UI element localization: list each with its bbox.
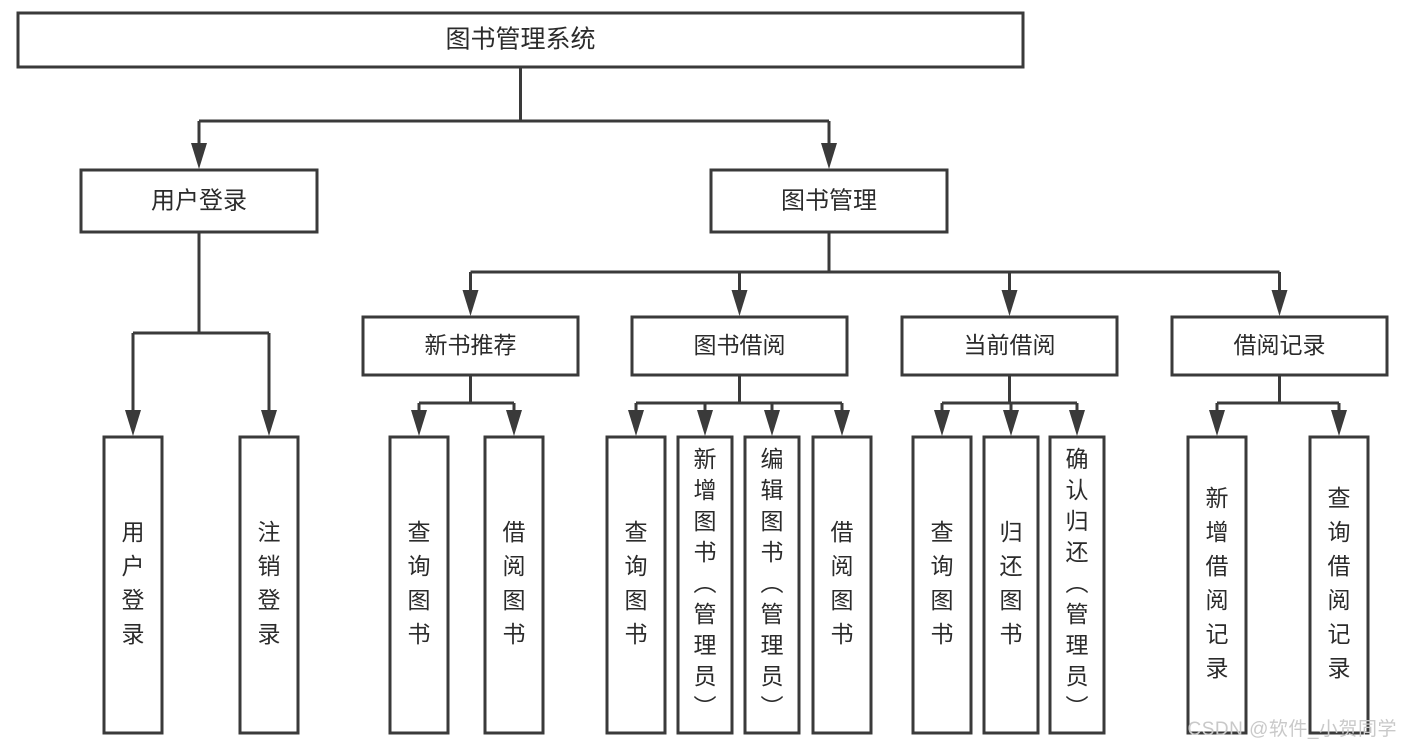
node-label-vertical: 查询图书: [408, 519, 431, 647]
node-leaf-logout[interactable]: 注销登录: [238, 435, 300, 735]
node-leaf-add-book[interactable]: 新增图书︵管理员︶: [676, 435, 734, 735]
node-label-vertical: 注销登录: [258, 519, 281, 647]
node-box: [676, 435, 734, 735]
node-box: [1170, 315, 1389, 377]
node-label-vertical: 编辑图书︵管理员︶: [761, 446, 784, 720]
node-box: [743, 435, 801, 735]
node-box: [1048, 435, 1106, 735]
node-box: [1186, 435, 1248, 735]
node-label-vertical: 用户登录: [122, 519, 145, 647]
node-new-book-rec[interactable]: 新书推荐: [361, 315, 580, 377]
node-leaf-edit-book[interactable]: 编辑图书︵管理员︶: [743, 435, 801, 735]
node-label: 图书借阅: [694, 332, 786, 358]
node-label-vertical: 新增借阅记录: [1206, 485, 1229, 681]
node-leaf-add-record[interactable]: 新增借阅记录: [1186, 435, 1248, 735]
node-box: [605, 435, 667, 735]
node-leaf-query-book-3[interactable]: 查询图书: [911, 435, 973, 735]
node-label: 用户登录: [151, 187, 247, 214]
node-leaf-query-book-1[interactable]: 查询图书: [388, 435, 450, 735]
node-box: [709, 168, 949, 234]
node-leaf-borrow-book-1[interactable]: 借阅图书: [483, 435, 545, 735]
node-label-vertical: 确认归还︵管理员︶: [1066, 446, 1089, 720]
node-box: [630, 315, 849, 377]
node-current-borrow[interactable]: 当前借阅: [900, 315, 1119, 377]
node-borrow-record[interactable]: 借阅记录: [1170, 315, 1389, 377]
node-label: 图书管理系统: [445, 26, 595, 54]
node-box: [388, 435, 450, 735]
node-leaf-borrow-book-2[interactable]: 借阅图书: [811, 435, 873, 735]
node-label: 当前借阅: [964, 332, 1056, 358]
node-box: [900, 315, 1119, 377]
node-box: [238, 435, 300, 735]
node-layer: 图书管理系统用户登录图书管理新书推荐图书借阅当前借阅借阅记录用户登录注销登录查询…: [16, 11, 1389, 735]
node-label-vertical: 归还图书: [1000, 519, 1023, 647]
node-label-vertical: 查询图书: [931, 519, 954, 647]
connector-layer: [125, 67, 1347, 436]
node-leaf-return-book[interactable]: 归还图书: [982, 435, 1040, 735]
node-root[interactable]: 图书管理系统: [16, 11, 1025, 69]
node-label-vertical: 查询图书: [625, 519, 648, 647]
node-leaf-confirm-return[interactable]: 确认归还︵管理员︶: [1048, 435, 1106, 735]
node-box: [1308, 435, 1370, 735]
node-box: [811, 435, 873, 735]
node-book-borrow[interactable]: 图书借阅: [630, 315, 849, 377]
node-box: [102, 435, 164, 735]
node-label-vertical: 借阅图书: [503, 519, 526, 647]
node-label: 新书推荐: [425, 332, 517, 358]
node-user-login[interactable]: 用户登录: [79, 168, 319, 234]
node-box: [982, 435, 1040, 735]
node-leaf-query-book-2[interactable]: 查询图书: [605, 435, 667, 735]
node-label-vertical: 新增图书︵管理员︶: [694, 446, 717, 720]
node-box: [911, 435, 973, 735]
node-box: [361, 315, 580, 377]
node-box: [483, 435, 545, 735]
node-label-vertical: 借阅图书: [831, 519, 854, 647]
node-box: [16, 11, 1025, 69]
node-leaf-query-record[interactable]: 查询借阅记录: [1308, 435, 1370, 735]
node-label: 图书管理: [781, 187, 877, 214]
node-box: [79, 168, 319, 234]
node-label-vertical: 查询借阅记录: [1328, 485, 1351, 681]
node-book-manage[interactable]: 图书管理: [709, 168, 949, 234]
node-label: 借阅记录: [1234, 332, 1326, 358]
node-leaf-user-login[interactable]: 用户登录: [102, 435, 164, 735]
